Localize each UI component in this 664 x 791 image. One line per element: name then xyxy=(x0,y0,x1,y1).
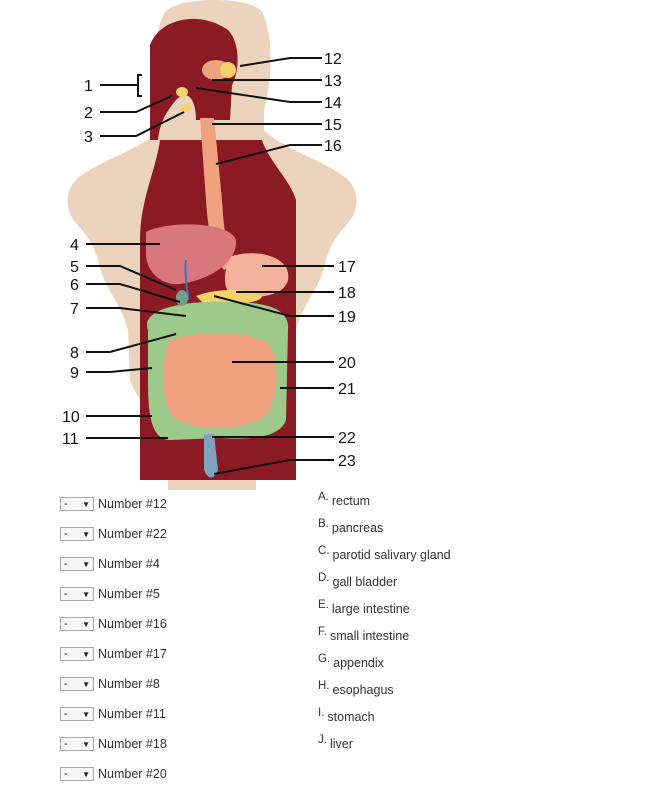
figure-label: 12 xyxy=(324,51,342,68)
answer-select[interactable]: -▼ xyxy=(60,707,94,721)
chevron-down-icon: ▼ xyxy=(82,680,90,689)
question-label: Number #12 xyxy=(98,497,167,511)
question-label: Number #16 xyxy=(98,617,167,631)
digestive-system-diagram: 1 2 3 4 5 6 7 8 9 10 11 12 13 14 15 16 1… xyxy=(0,0,664,490)
answer-select[interactable]: -▼ xyxy=(60,647,94,661)
chevron-down-icon: ▼ xyxy=(82,740,90,749)
question-label: Number #11 xyxy=(98,707,166,721)
answer-text: gall bladder xyxy=(333,575,398,589)
chevron-down-icon: ▼ xyxy=(82,650,90,659)
question-label: Number #5 xyxy=(98,587,160,601)
answer-letter: G. xyxy=(318,653,330,665)
question-row: -▼ Number #16 xyxy=(60,615,167,633)
answer-text: rectum xyxy=(332,494,370,508)
answer-option: J.liver xyxy=(318,737,353,757)
answer-text: liver xyxy=(330,737,353,751)
chevron-down-icon: ▼ xyxy=(82,770,90,779)
answer-text: pancreas xyxy=(332,521,383,535)
question-label: Number #20 xyxy=(98,767,167,781)
figure-label: 23 xyxy=(338,453,356,470)
answer-option: A.rectum xyxy=(318,494,370,514)
question-row: -▼ Number #5 xyxy=(60,585,160,603)
question-label: Number #22 xyxy=(98,527,167,541)
figure-label: 4 xyxy=(70,237,79,254)
answer-letter: B. xyxy=(318,518,329,530)
question-label: Number #18 xyxy=(98,737,167,751)
answer-option: E.large intestine xyxy=(318,602,410,622)
answer-option: I.stomach xyxy=(318,710,375,730)
question-label: Number #8 xyxy=(98,677,160,691)
figure-label: 7 xyxy=(70,301,79,318)
figure-label: 18 xyxy=(338,285,356,302)
answer-text: stomach xyxy=(327,710,374,724)
figure-label: 20 xyxy=(338,355,356,372)
answer-option: G.appendix xyxy=(318,656,384,676)
answer-option: D.gall bladder xyxy=(318,575,397,595)
question-row: -▼ Number #22 xyxy=(60,525,167,543)
answer-letter: D. xyxy=(318,572,330,584)
chevron-down-icon: ▼ xyxy=(82,500,90,509)
answer-select[interactable]: -▼ xyxy=(60,557,94,571)
figure-label: 14 xyxy=(324,95,342,112)
figure-label: 5 xyxy=(70,259,79,276)
answer-letter: F. xyxy=(318,626,327,638)
answer-select[interactable]: -▼ xyxy=(60,737,94,751)
figure-label: 6 xyxy=(70,277,79,294)
answer-text: small intestine xyxy=(330,629,409,643)
figure-label: 10 xyxy=(62,409,80,426)
figure-label: 3 xyxy=(84,129,93,146)
figure-label: 13 xyxy=(324,73,342,90)
question-row: -▼ Number #17 xyxy=(60,645,167,663)
question-row: -▼ Number #18 xyxy=(60,735,167,753)
figure-label: 17 xyxy=(338,259,356,276)
chevron-down-icon: ▼ xyxy=(82,620,90,629)
answer-letter: A. xyxy=(318,491,329,503)
chevron-down-icon: ▼ xyxy=(82,530,90,539)
question-label: Number #4 xyxy=(98,557,160,571)
answer-select[interactable]: -▼ xyxy=(60,677,94,691)
answer-letter: I. xyxy=(318,707,324,719)
figure-label: 11 xyxy=(62,431,79,448)
answer-text: esophagus xyxy=(333,683,394,697)
figure-label: 8 xyxy=(70,345,79,362)
figure-label: 1 xyxy=(84,78,93,95)
answer-letter: H. xyxy=(318,680,330,692)
question-row: -▼ Number #11 xyxy=(60,705,166,723)
answer-letter: C. xyxy=(318,545,330,557)
figure-label: 21 xyxy=(338,381,356,398)
question-row: -▼ Number #4 xyxy=(60,555,160,573)
answer-letter: J. xyxy=(318,734,327,746)
chevron-down-icon: ▼ xyxy=(82,710,90,719)
answer-select[interactable]: -▼ xyxy=(60,767,94,781)
answer-text: parotid salivary gland xyxy=(333,548,451,562)
answer-text: large intestine xyxy=(332,602,410,616)
figure-label: 19 xyxy=(338,309,356,326)
answer-option: C.parotid salivary gland xyxy=(318,548,451,568)
figure-label: 22 xyxy=(338,430,356,447)
answer-select[interactable]: -▼ xyxy=(60,527,94,541)
answer-select[interactable]: -▼ xyxy=(60,587,94,601)
question-row: -▼ Number #12 xyxy=(60,495,167,513)
figure-label: 16 xyxy=(324,138,342,155)
answer-option: H.esophagus xyxy=(318,683,394,703)
chevron-down-icon: ▼ xyxy=(82,590,90,599)
chevron-down-icon: ▼ xyxy=(82,560,90,569)
question-row: -▼ Number #20 xyxy=(60,765,167,783)
answer-letter: E. xyxy=(318,599,329,611)
answer-option: B.pancreas xyxy=(318,521,383,541)
figure-label: 2 xyxy=(84,105,93,122)
question-label: Number #17 xyxy=(98,647,167,661)
answer-option: F.small intestine xyxy=(318,629,409,649)
answer-select[interactable]: -▼ xyxy=(60,497,94,511)
figure-label: 9 xyxy=(70,365,79,382)
answer-text: appendix xyxy=(333,656,384,670)
figure-label: 15 xyxy=(324,117,342,134)
question-row: -▼ Number #8 xyxy=(60,675,160,693)
answer-select[interactable]: -▼ xyxy=(60,617,94,631)
